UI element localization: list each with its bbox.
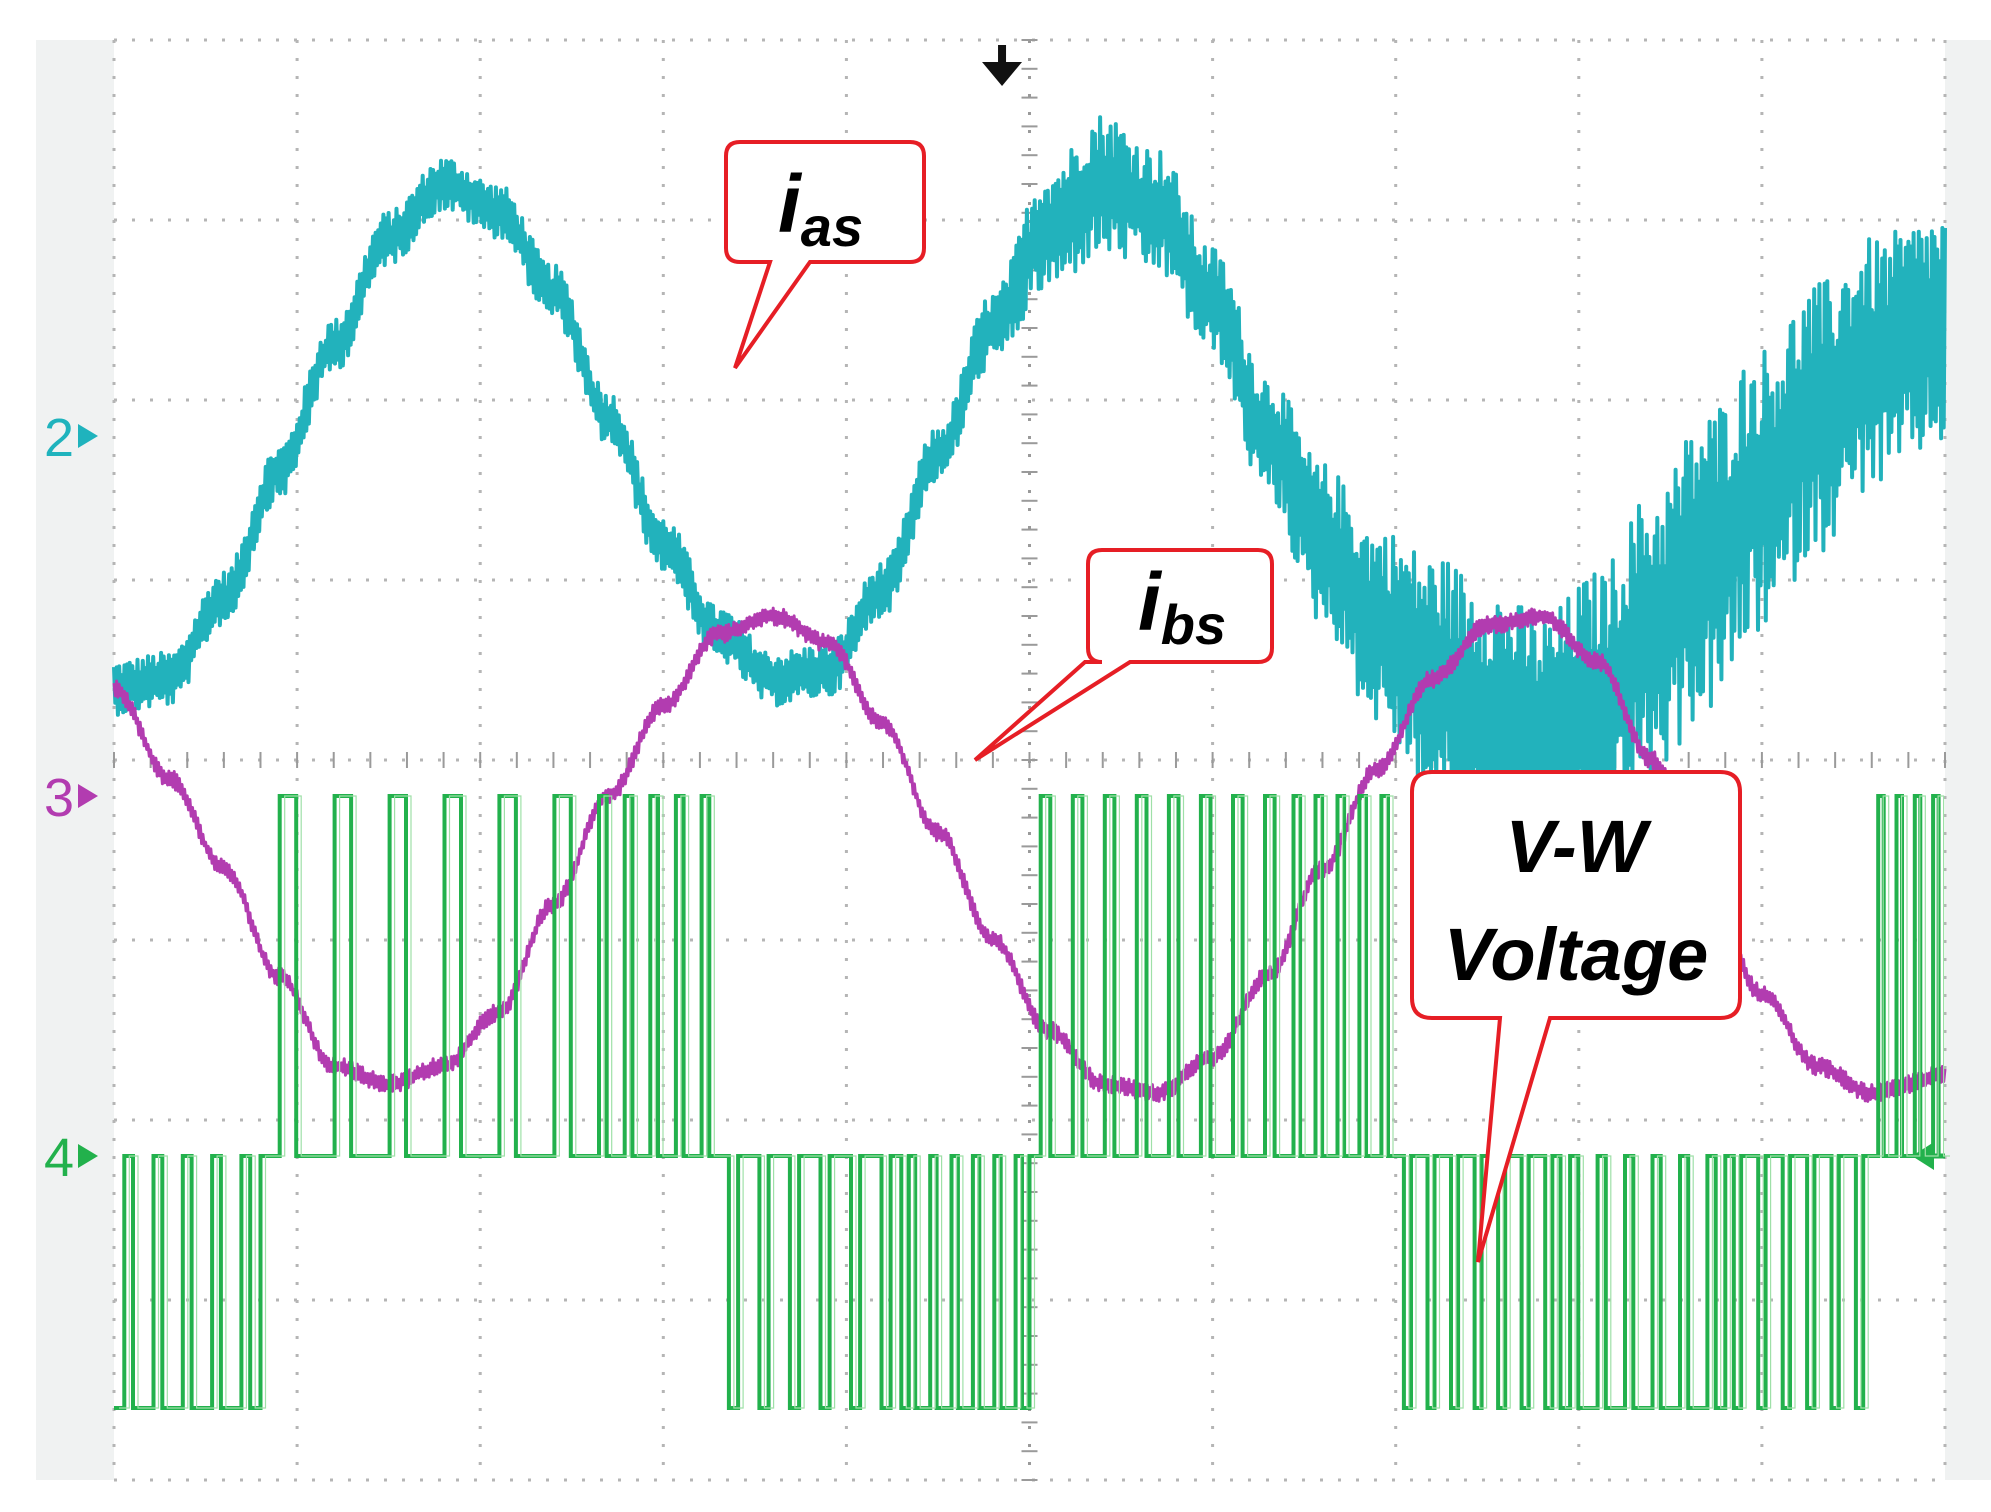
- channel-marker-arrow-icon: [78, 784, 98, 808]
- right-frame-strip: [1945, 40, 1991, 1480]
- callout-ias: ias: [724, 140, 926, 370]
- channel-marker-label: 3: [44, 768, 74, 828]
- callout-ias-main: i: [778, 159, 803, 250]
- channel-marker-label: 2: [44, 408, 74, 468]
- annotations: ias ibs V-W Voltage: [724, 140, 1742, 1263]
- callout-ibs-box: [973, 548, 1274, 762]
- callout-vw-line2: Voltage: [1444, 913, 1709, 996]
- left-frame-strip: [36, 40, 114, 1480]
- callout-vw-box: [1410, 770, 1742, 1263]
- grid: [112, 38, 1947, 1482]
- callout-ibs-sub: bs: [1161, 593, 1226, 656]
- traces: [112, 115, 1950, 1410]
- trace-ibs: [112, 606, 1947, 1103]
- channel-marker-arrow-icon: [78, 424, 98, 448]
- channel-markers: 2 3 4: [44, 45, 1945, 1188]
- channel-marker-arrow-icon: [78, 1144, 98, 1168]
- callout-vw-line1: V-W: [1505, 805, 1652, 888]
- callout-ias-sub: as: [801, 195, 863, 258]
- trace-vw-voltage-edge: [119, 795, 1950, 1409]
- trigger-arrow-icon: [982, 45, 1023, 86]
- callout-ibs-main: i: [1138, 557, 1163, 648]
- trace-ias: [112, 115, 1947, 861]
- channel-marker-label: 4: [44, 1128, 74, 1188]
- callout-vw: V-W Voltage: [1410, 770, 1742, 1263]
- callout-ias-label: ias: [778, 159, 863, 258]
- callout-ibs: ibs: [973, 548, 1274, 762]
- callout-ias-box: [724, 140, 926, 370]
- callout-ibs-label: ibs: [1138, 557, 1226, 656]
